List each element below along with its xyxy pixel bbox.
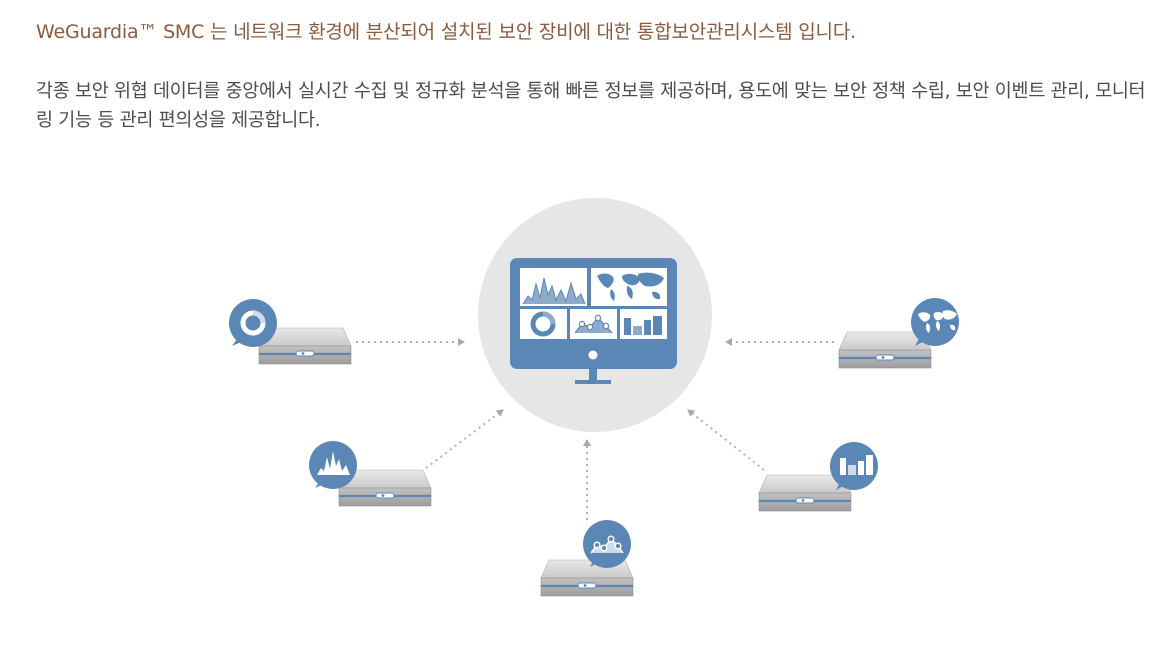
central-management-server [478,198,712,432]
monitor-dashboard-icon [510,258,677,384]
spike-chart-icon [309,441,357,489]
donut-chart-icon [229,299,277,347]
device-bottom-center [539,520,635,598]
device-top-left [229,299,353,366]
connector-mid-left [425,409,504,469]
intro-headline: WeGuardia™ SMC 는 네트워크 환경에 분산되어 설치된 보안 장비… [36,21,856,43]
connector-lines [356,338,834,520]
bar-chart-icon [830,442,878,490]
intro-section: WeGuardia™ SMC 는 네트워크 환경에 분산되어 설치된 보안 장비… [36,18,1146,135]
device-mid-right [757,442,878,513]
device-top-right [837,298,959,370]
world-map-icon [911,298,959,346]
intro-description: 각종 보안 위협 데이터를 중앙에서 실시간 수집 및 정규화 분석을 통해 빠… [36,81,1146,131]
device-mid-left [309,441,433,508]
connector-mid-right [687,409,765,471]
network-nodes-icon [583,520,631,568]
